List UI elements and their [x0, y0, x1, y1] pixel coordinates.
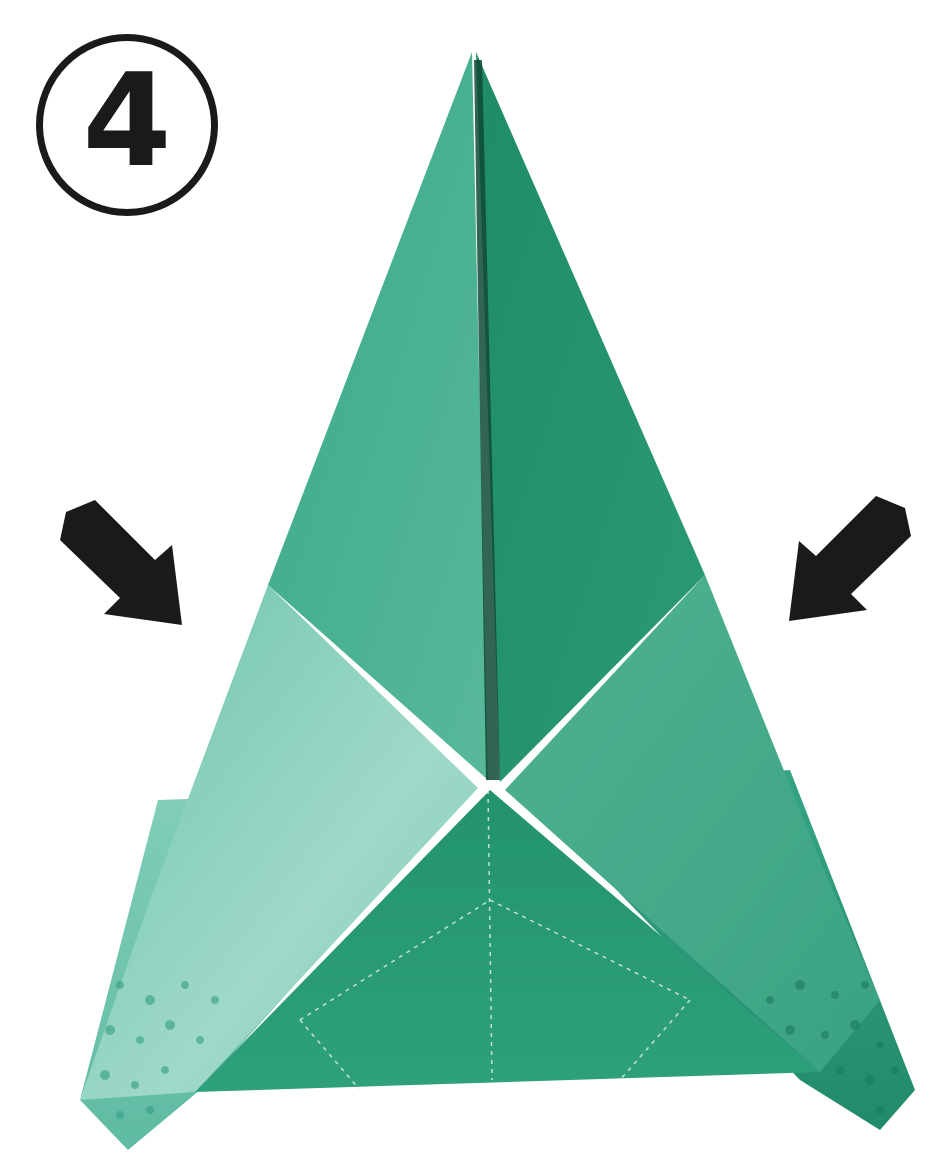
arrow-down-right-icon: [60, 500, 182, 625]
arrow-down-left-icon: [789, 496, 911, 621]
